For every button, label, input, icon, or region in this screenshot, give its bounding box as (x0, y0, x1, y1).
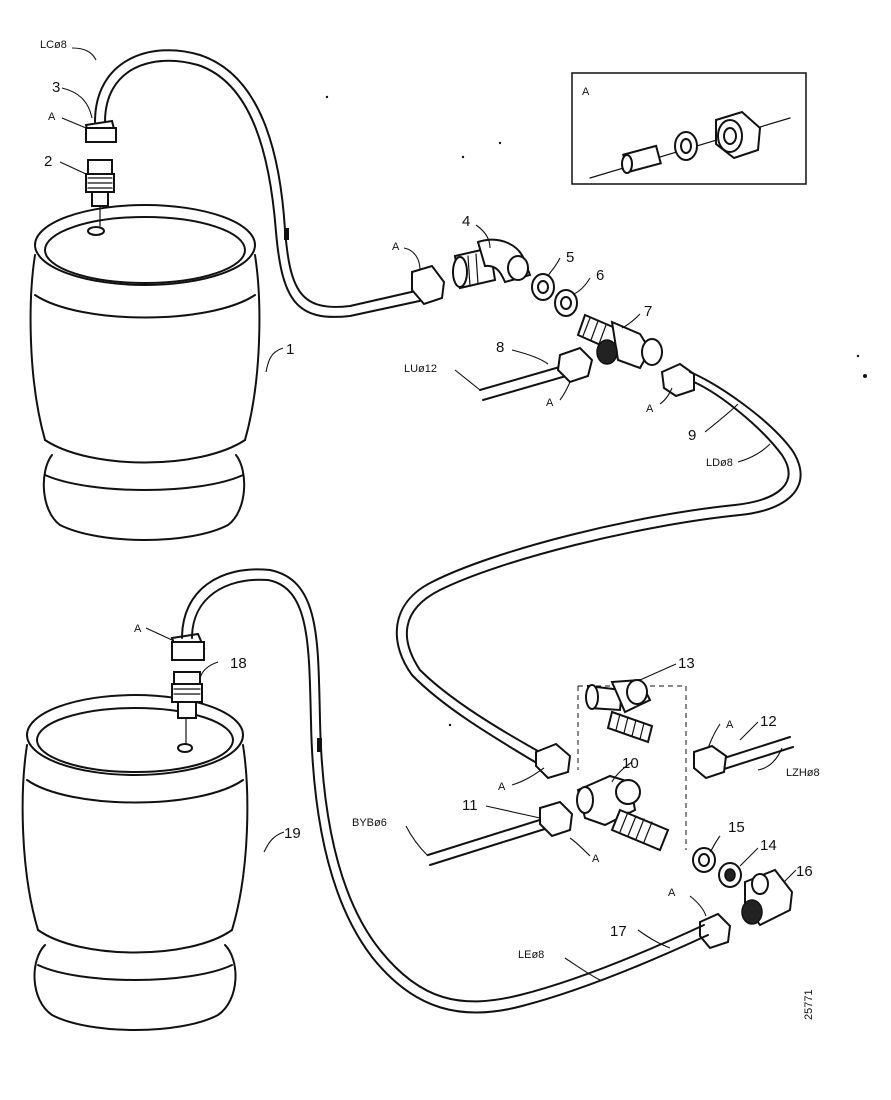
pipe-lc (94, 49, 425, 318)
part-number-17: 17 (610, 923, 627, 940)
elbow-4 (452, 238, 532, 290)
part-number-16: 16 (796, 863, 813, 880)
air-spring-19 (21, 694, 249, 1031)
fitting-2 (85, 159, 115, 227)
specks (325, 95, 867, 727)
pipe-labels: LCø8 LUø12 LDø8 LZHø8 BYBø6 LEø8 A A A A… (40, 39, 820, 961)
inset-olive (674, 131, 698, 161)
part-number-3: 3 (52, 79, 60, 96)
tee-7 (576, 313, 663, 370)
part-number-5: 5 (566, 249, 574, 266)
label-a-lzh: A (726, 719, 734, 731)
label-a-nut3: A (48, 111, 56, 123)
inset-detail-a: A (571, 72, 807, 185)
label-byb: BYBø6 (352, 817, 387, 829)
label-a-lu: A (546, 397, 554, 409)
part-number-4: 4 (462, 213, 470, 230)
part-number-10: 10 (622, 755, 639, 772)
pipe-le (181, 568, 709, 1014)
label-ld: LDø8 (706, 457, 733, 469)
washer-5 (531, 273, 555, 301)
inset-sleeve (621, 144, 662, 174)
inset-label: A (582, 86, 590, 98)
part-number-12: 12 (760, 713, 777, 730)
label-a-elbow: A (392, 241, 400, 253)
part-number-9: 9 (688, 427, 696, 444)
nut-a-spring19 (170, 632, 206, 661)
label-lc: LCø8 (40, 39, 67, 51)
pipe-lu (479, 363, 574, 401)
part-number-18: 18 (230, 655, 247, 672)
label-le: LEø8 (518, 949, 544, 961)
part-number-11: 11 (462, 797, 478, 814)
pipe-ld (395, 371, 802, 766)
drawing-number: 25771 (803, 989, 815, 1020)
part-number-15: 15 (728, 819, 745, 836)
part-number-8: 8 (496, 339, 504, 356)
part-number-7: 7 (644, 303, 652, 320)
label-a-le: A (668, 887, 676, 899)
label-lzh: LZHø8 (786, 767, 820, 779)
label-a-ld: A (646, 403, 654, 415)
part-number-1: 1 (286, 341, 294, 358)
nut-a-elbow (411, 264, 446, 306)
part-number-6: 6 (596, 267, 604, 284)
nut-a-byb (539, 800, 574, 838)
fitting-18 (171, 671, 203, 745)
air-spring-1 (29, 204, 261, 541)
tee-10 (576, 774, 670, 852)
nut-a-lu (556, 346, 594, 384)
washer-14 (718, 862, 742, 888)
nut-a-le (699, 912, 732, 950)
inset-nut (715, 110, 762, 160)
part-number-2: 2 (44, 153, 52, 170)
part-number-13: 13 (678, 655, 695, 672)
nut-a-lzh (693, 744, 728, 780)
label-a-byb: A (592, 853, 600, 865)
pipe-lzh (717, 736, 794, 771)
part-number-19: 19 (284, 825, 301, 842)
label-lu: LUø12 (404, 363, 437, 375)
pipe-byb (427, 817, 549, 866)
part-numbers: 3 2 1 4 5 6 7 8 9 10 11 12 13 14 15 16 1… (44, 79, 813, 940)
tee-13 (585, 678, 654, 744)
label-a-tee10: A (498, 781, 506, 793)
washer-15 (692, 847, 716, 873)
label-a-spring19: A (134, 623, 142, 635)
nut-3 (84, 119, 118, 143)
part-number-14: 14 (760, 837, 777, 854)
nut-a-tee10 (535, 742, 572, 780)
nut-a-ld (660, 362, 695, 398)
leader-lines (59, 47, 797, 981)
washer-6 (554, 289, 578, 317)
elbow-16 (741, 868, 794, 927)
